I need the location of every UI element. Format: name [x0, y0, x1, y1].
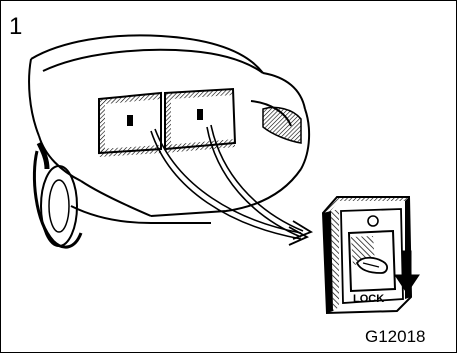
step-number: 1 [9, 13, 23, 40]
car-body [28, 34, 311, 224]
figure-code: G12018 [365, 327, 426, 346]
lock-label: LOCK [353, 293, 384, 305]
arrow-down-icon [394, 250, 420, 294]
rear-wheel [32, 141, 83, 249]
rear-door-panels [98, 87, 237, 157]
tail-light [262, 106, 302, 144]
pointer-arrows [150, 124, 314, 246]
